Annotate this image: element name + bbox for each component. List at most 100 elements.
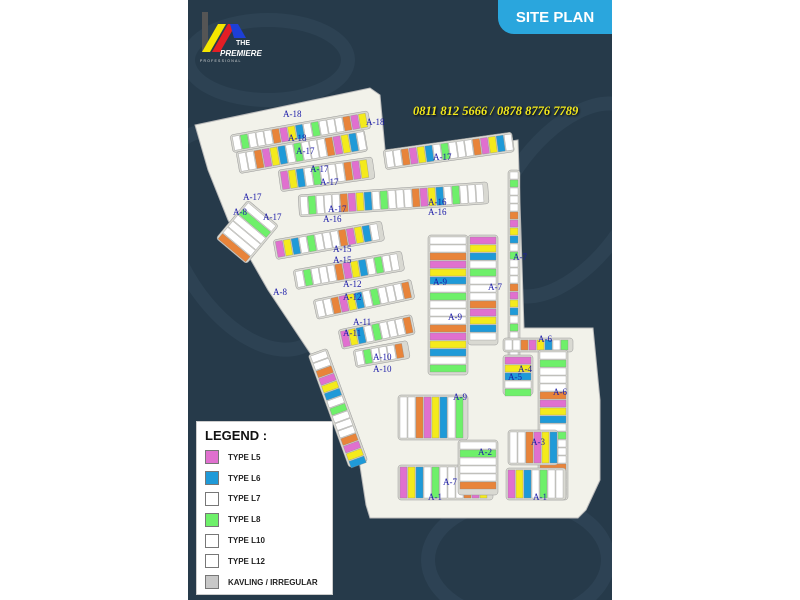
lot <box>342 261 353 280</box>
lot <box>509 171 519 180</box>
block-label: A-1 <box>533 492 547 502</box>
housing-block <box>427 234 469 376</box>
housing-block <box>353 340 411 368</box>
lot <box>353 226 364 244</box>
site-plan-poster: THE PREMIERE PROFESSIONAL SITE PLAN A-18… <box>188 0 612 600</box>
lot <box>408 147 419 165</box>
lot <box>469 252 497 261</box>
lot <box>423 466 432 499</box>
lot <box>504 356 532 365</box>
lot <box>539 469 548 499</box>
lot <box>295 270 306 288</box>
lot <box>295 168 306 188</box>
lot <box>512 339 521 351</box>
lot <box>348 132 359 153</box>
lot <box>315 299 326 318</box>
lot <box>371 323 383 341</box>
housing-block <box>467 234 499 346</box>
lot <box>309 139 320 160</box>
contact-phone-numbers: 0811 812 5666 / 0878 8776 7789 <box>413 104 579 118</box>
lot <box>379 321 390 340</box>
lot <box>310 121 321 137</box>
lot <box>429 316 467 325</box>
lot <box>355 192 365 212</box>
lot <box>407 396 416 439</box>
lot <box>552 339 561 351</box>
lot <box>539 399 567 408</box>
lot <box>495 134 506 153</box>
lot <box>240 133 250 150</box>
lot <box>313 358 331 371</box>
lot <box>299 196 309 215</box>
lot <box>359 159 370 179</box>
lot <box>232 135 242 151</box>
lot <box>539 407 567 416</box>
lot <box>287 125 297 141</box>
lot <box>326 395 345 409</box>
lot <box>429 340 467 349</box>
lot <box>469 316 497 325</box>
lot <box>310 350 329 363</box>
lot <box>424 144 435 163</box>
lot <box>401 281 412 300</box>
block-label: A-18 <box>283 109 302 119</box>
block-label: A-9 <box>453 392 467 402</box>
block-label: A-18 <box>366 117 385 127</box>
lot <box>509 283 519 292</box>
block-label: A-11 <box>353 317 371 327</box>
logo-text-the: THE <box>236 40 250 47</box>
lot <box>429 364 467 373</box>
lot <box>329 403 348 416</box>
lot <box>327 163 338 184</box>
lot <box>447 396 456 439</box>
lot <box>429 292 467 301</box>
lot <box>228 220 261 250</box>
lot <box>431 466 440 499</box>
lot <box>324 136 336 157</box>
lot <box>472 138 482 156</box>
block-label: A-17 <box>243 192 262 202</box>
housing-block <box>397 394 469 441</box>
lot <box>238 208 271 238</box>
lot <box>337 425 356 439</box>
lot <box>330 296 342 315</box>
lot <box>379 190 389 210</box>
housing-block <box>338 314 416 350</box>
lot <box>459 449 497 458</box>
lot <box>429 348 467 357</box>
housing-block <box>230 110 371 153</box>
housing-block <box>502 354 534 397</box>
housing-block <box>502 337 574 353</box>
lot <box>348 328 359 346</box>
lot <box>355 350 365 366</box>
lot <box>381 254 392 273</box>
lot <box>429 236 467 245</box>
lot <box>323 194 333 214</box>
lot <box>399 466 408 499</box>
lot <box>217 233 251 263</box>
lot <box>332 410 351 424</box>
lot <box>338 294 350 313</box>
lot <box>346 293 358 311</box>
block-label: A-16 <box>428 197 447 207</box>
lot <box>539 359 567 368</box>
lot <box>373 256 384 274</box>
legend-item: TYPE L10 <box>197 530 332 551</box>
block-label: A-12 <box>343 292 362 302</box>
lot <box>469 244 497 253</box>
lot <box>261 148 273 168</box>
legend-label: TYPE L6 <box>228 473 261 483</box>
lot <box>411 188 421 208</box>
lot <box>387 190 397 209</box>
lot <box>283 238 294 257</box>
logo-text-premiere: PREMIERE <box>220 49 262 58</box>
lot <box>509 267 519 276</box>
lot <box>475 183 485 203</box>
housing-block <box>313 279 415 320</box>
lot <box>429 324 467 333</box>
lot <box>509 431 518 464</box>
site-plan-map: A-18A-18A-18A-17A-17A-17A-17A-17A-17A-17… <box>194 87 601 519</box>
lot <box>307 195 317 215</box>
lot <box>439 396 448 439</box>
lot <box>509 211 519 220</box>
